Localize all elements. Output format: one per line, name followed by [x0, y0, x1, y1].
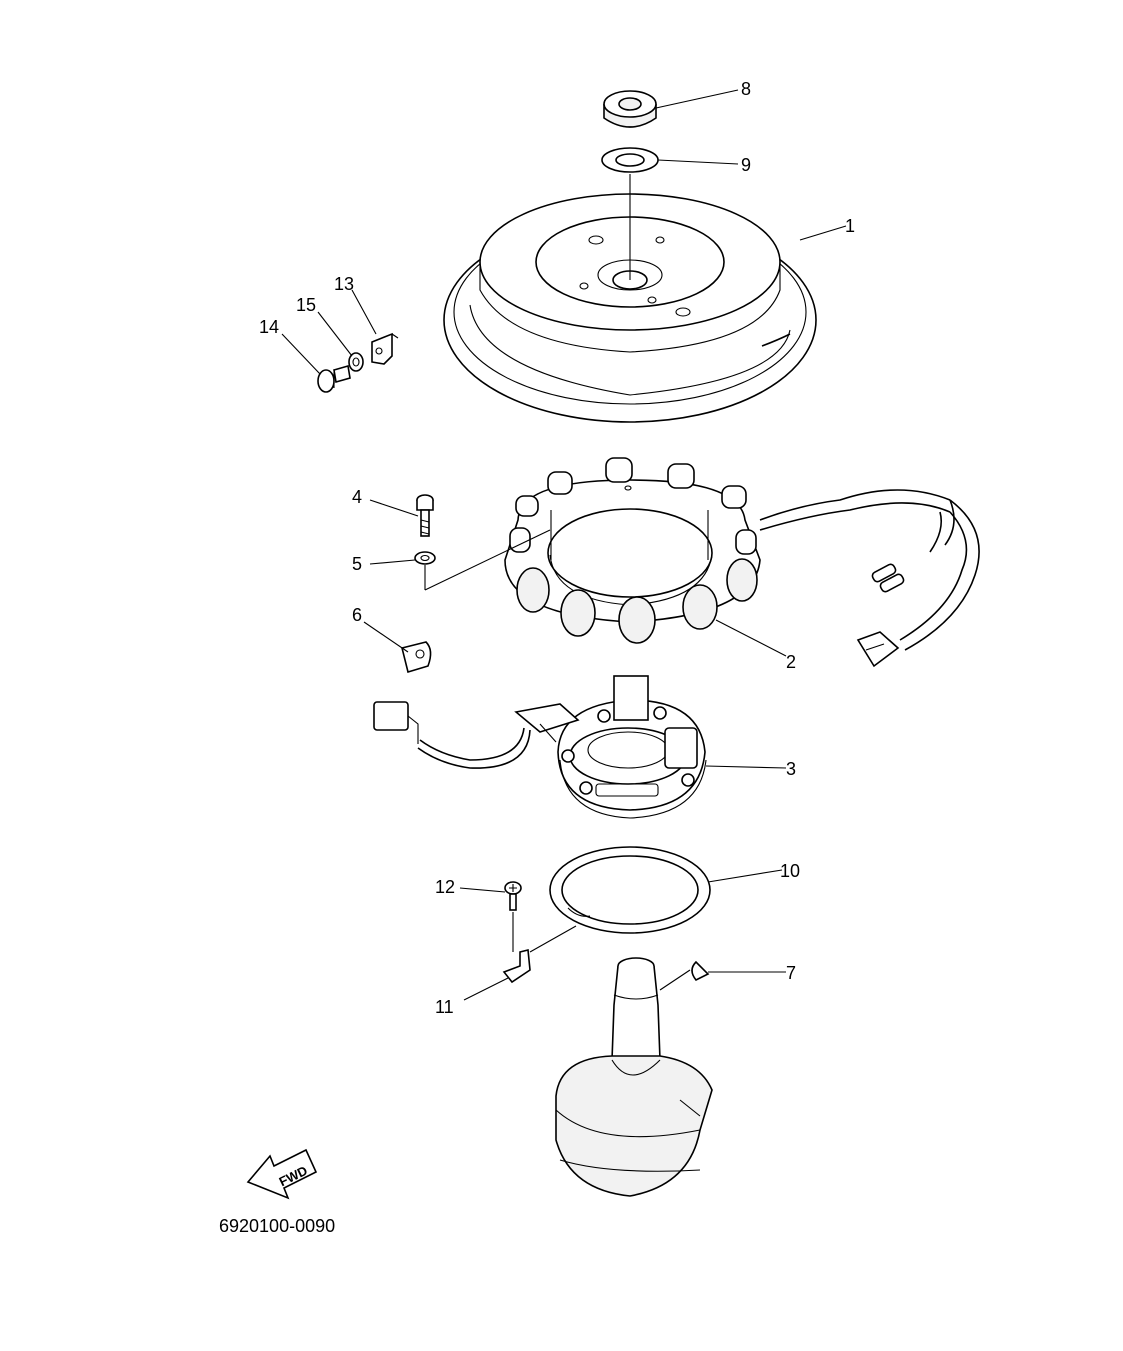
bracket-part-13	[371, 332, 399, 365]
callout-10: 10	[780, 861, 800, 881]
crankshaft	[555, 957, 713, 1197]
washer-part-9	[601, 147, 659, 173]
fwd-arrow-icon: FWD	[246, 1148, 318, 1200]
bolt-part-4	[416, 494, 434, 537]
callout-1: 1	[845, 216, 855, 236]
ring-part-10	[549, 846, 711, 934]
screw-part-12	[504, 881, 522, 952]
callout-13: 13	[334, 274, 354, 294]
bolt-part-14	[317, 364, 351, 393]
callout-numbers: 8 9 1 13 15 14 4 5 6 2 3 10 12 7 11	[259, 79, 855, 1017]
drawing-code: 6920100-0090	[219, 1216, 335, 1236]
callout-12: 12	[435, 877, 455, 897]
washer-part-15	[348, 352, 364, 372]
callout-7: 7	[786, 963, 796, 983]
flywheel-part-1	[443, 174, 817, 423]
callout-2: 2	[786, 652, 796, 672]
stator-part-2	[504, 457, 980, 668]
woodruff-key-part-7	[659, 960, 710, 991]
callout-14: 14	[259, 317, 279, 337]
leader-lines	[281, 89, 847, 1001]
nut-part-8	[603, 90, 657, 128]
callout-8: 8	[741, 79, 751, 99]
pulser-base-part-3	[373, 675, 707, 819]
callout-11: 11	[435, 997, 454, 1017]
clip-part-11	[502, 925, 577, 984]
washer-part-5	[414, 529, 551, 591]
callout-3: 3	[786, 759, 796, 779]
callout-5: 5	[352, 554, 362, 574]
callout-4: 4	[352, 487, 362, 507]
callout-9: 9	[741, 155, 751, 175]
callout-6: 6	[352, 605, 362, 625]
callout-15: 15	[296, 295, 316, 315]
clamp-part-6	[401, 641, 432, 674]
